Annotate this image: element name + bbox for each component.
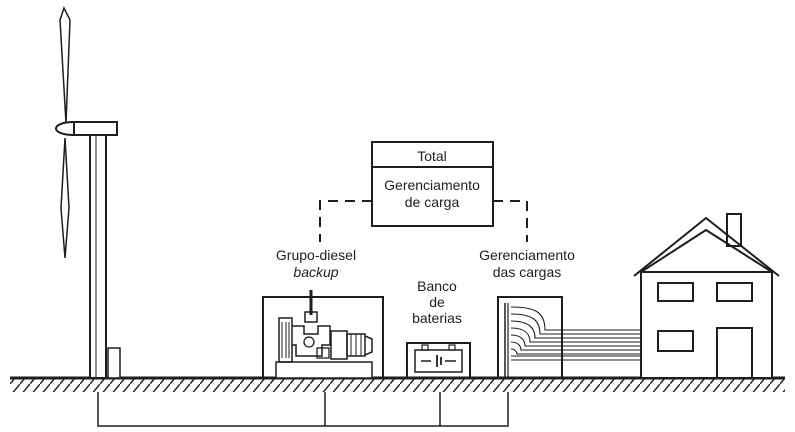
load-mgmt-label-line1: Gerenciamento [479, 247, 575, 263]
load-controller-icon [497, 296, 640, 379]
battery-label-line1: Banco [417, 278, 457, 294]
battery-label-line2: de [429, 294, 445, 310]
load-mgmt-label-line2: das cargas [493, 264, 561, 280]
wind-turbine-icon [55, 6, 121, 379]
diesel-label-line1: Grupo-diesel [276, 247, 356, 263]
control-box-header: Total [417, 148, 447, 164]
control-box-label-line1: Gerenciamento [384, 177, 480, 193]
control-links [319, 200, 528, 242]
ground [10, 376, 785, 427]
diesel-label-line2: backup [293, 264, 338, 280]
diesel-generator-icon [262, 290, 384, 379]
house-icon [633, 213, 780, 379]
control-box: Total Gerenciamento de carga [371, 141, 494, 227]
battery-label-line3: baterias [412, 310, 462, 326]
control-box-label-line2: de carga [405, 194, 460, 210]
battery-icon [406, 342, 471, 379]
